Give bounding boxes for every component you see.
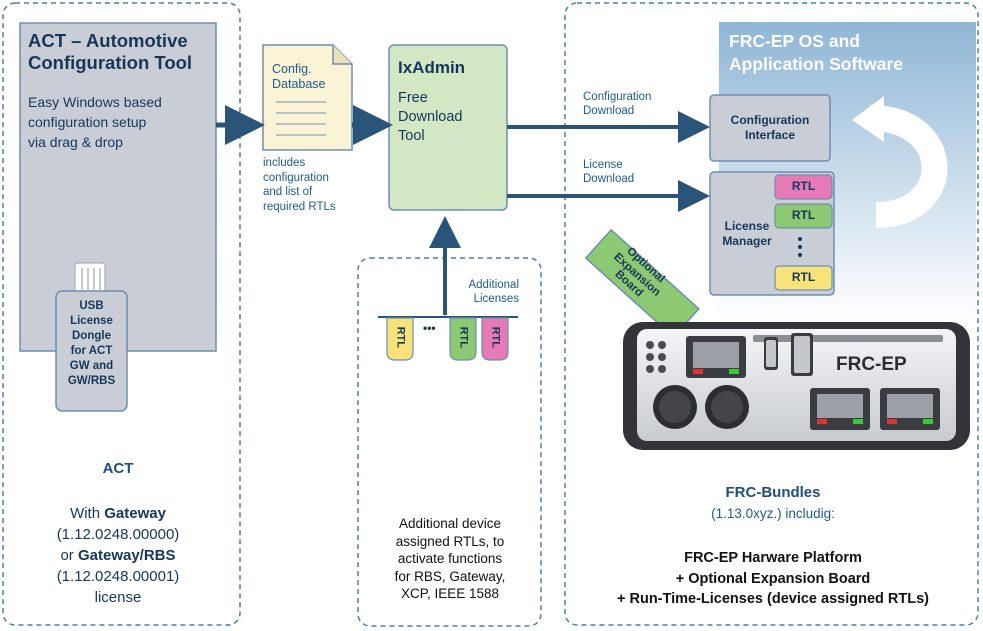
add-rtl-yellow	[386, 317, 414, 361]
add-rtl-dots: •••	[423, 321, 436, 335]
frc-os-title: FRC-EP OS and Application Software	[729, 31, 904, 74]
act-heading: ACT	[102, 460, 134, 477]
configuration-interface-box	[709, 94, 831, 162]
add-rtl-pink	[481, 317, 509, 361]
lm-rtl-pink	[774, 174, 833, 200]
ixadmin-title: IxAdmin	[398, 58, 466, 77]
add-rtl-green-label: RTL	[457, 326, 470, 349]
bundles-heading: FRC-Bundles	[725, 484, 821, 501]
configuration-interface-label: Configuration Interface	[730, 113, 810, 142]
act-group-frame	[2, 2, 241, 626]
license-manager-box	[709, 171, 835, 296]
act-description: Easy Windows based configuration setup v…	[28, 94, 162, 150]
config-db-note: includes configuration and list of requi…	[263, 157, 336, 213]
bundles-list: FRC-EP Harware Platform + Optional Expan…	[617, 550, 929, 607]
additional-rtls-description: Additional device assigned RTLs, to acti…	[394, 516, 506, 601]
add-rtl-green	[449, 317, 477, 361]
usb-dongle-body	[55, 290, 128, 412]
lm-rtl-pink-label: RTL	[791, 179, 816, 193]
config-db-label: Config. Database	[272, 62, 326, 91]
license-manager-label: License Manager	[722, 219, 772, 248]
ixadmin-desc: Free Download Tool	[398, 90, 463, 144]
additional-licenses-label: Additional Licenses	[468, 279, 519, 305]
lm-rtl-green-label: RTL	[791, 208, 816, 222]
frc-bundle-group-frame	[564, 2, 979, 626]
lm-rtl-green	[774, 203, 833, 229]
cycle-arrow-icon	[869, 105, 948, 228]
license-download-label: License Download	[583, 159, 635, 185]
usb-dongle-label: USB License Dongle for ACT GW and GW/RBS	[67, 300, 116, 387]
config-download-label: Configuration Download	[583, 91, 652, 117]
act-license-info: With Gateway (1.12.0248.00000) or Gatewa…	[56, 505, 180, 606]
add-rtl-pink-label: RTL	[489, 326, 502, 349]
bundles-version: (1.13.0xyz.) includig:	[711, 506, 835, 521]
lm-rtl-yellow-label: RTL	[791, 270, 816, 284]
device-label: FRC-EP	[836, 354, 907, 375]
add-rtl-yellow-label: RTL	[394, 326, 407, 349]
act-title: ACT – Automotive Configuration Tool	[28, 30, 193, 73]
lm-rtl-yellow	[774, 265, 833, 291]
